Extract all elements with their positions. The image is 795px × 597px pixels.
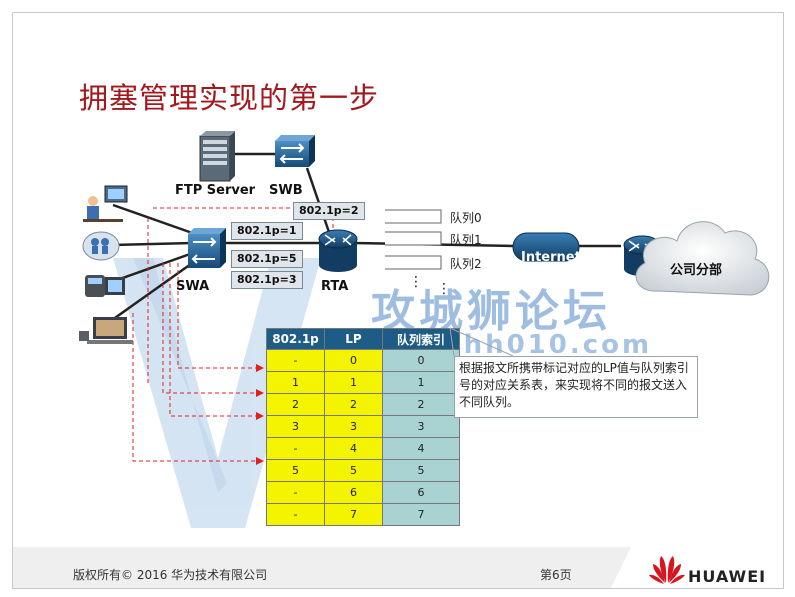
cell-8021p: - bbox=[266, 503, 325, 526]
rta-label: RTA bbox=[321, 279, 349, 294]
internet-cloud-icon bbox=[512, 232, 580, 262]
svg-text:⋮: ⋮ bbox=[409, 274, 423, 290]
queue-label-2: 队列2 bbox=[450, 257, 482, 271]
header-queue-index: 队列索引 bbox=[382, 328, 460, 350]
callout-note: 根据报文所携带标记对应的LP值与队列索引号的对应关系表，来实现将不同的报文送入不… bbox=[454, 356, 698, 418]
table-row: - 7 7 bbox=[266, 503, 460, 526]
cell-lp: 7 bbox=[324, 503, 383, 526]
huawei-logo-icon bbox=[649, 556, 685, 584]
cell-queue: 7 bbox=[382, 503, 460, 526]
cell-lp: 4 bbox=[324, 437, 383, 460]
header-8021p: 802.1p bbox=[266, 328, 325, 350]
tag-8021p-2: 802.1p=2 bbox=[293, 202, 365, 220]
cell-8021p: 1 bbox=[266, 371, 325, 394]
internet-label: Internet bbox=[521, 250, 581, 265]
page-number: 第6页 bbox=[540, 568, 572, 582]
cell-8021p: 5 bbox=[266, 459, 325, 482]
copyright-text: 版权所有© 2016 华为技术有限公司 bbox=[73, 568, 268, 582]
tag-8021p-1: 802.1p=1 bbox=[231, 222, 303, 240]
swb-switch-icon bbox=[275, 135, 315, 167]
swb-label: SWB bbox=[269, 183, 303, 198]
table-row: - 0 0 bbox=[266, 349, 460, 372]
queue-ellipsis: ⋮ ⋮ bbox=[409, 274, 451, 297]
pc-user-icon bbox=[83, 185, 128, 222]
table-row: - 4 4 bbox=[266, 437, 460, 460]
branch-label: 公司分部 bbox=[670, 263, 723, 278]
cell-8021p: - bbox=[266, 349, 325, 372]
priority-mapping-table: 802.1p LP 队列索引 - 0 0 1 1 1 2 2 2 3 bbox=[266, 328, 460, 526]
branch-cloud-icon bbox=[635, 221, 770, 296]
table-row: 1 1 1 bbox=[266, 371, 460, 394]
cell-queue: 5 bbox=[382, 459, 460, 482]
swa-label: SWA bbox=[176, 279, 210, 294]
user-group-cloud-icon bbox=[82, 231, 120, 261]
ftp-server-icon bbox=[199, 131, 235, 182]
slide: 拥塞管理实现的第一步 bbox=[12, 12, 784, 589]
cell-lp: 6 bbox=[324, 481, 383, 504]
swa-switch-icon bbox=[188, 228, 226, 268]
table-row: 5 5 5 bbox=[266, 459, 460, 482]
header-lp: LP bbox=[324, 328, 383, 350]
queue-label-1: 队列1 bbox=[450, 233, 482, 247]
huawei-brand-text: HUAWEI bbox=[688, 567, 767, 586]
tag-8021p-5: 802.1p=5 bbox=[231, 250, 303, 268]
table-header-row: 802.1p LP 队列索引 bbox=[266, 328, 460, 350]
queue-label-0: 队列0 bbox=[450, 211, 482, 225]
cell-queue: 1 bbox=[382, 371, 460, 394]
rta-router-icon bbox=[318, 229, 358, 272]
cell-lp: 3 bbox=[324, 415, 383, 438]
svg-text:⋮: ⋮ bbox=[437, 281, 451, 297]
cell-queue: 2 bbox=[382, 393, 460, 416]
slide-title: 拥塞管理实现的第一步 bbox=[79, 81, 380, 115]
ip-phone-icon bbox=[85, 275, 125, 297]
topology-diagram: ⋮ ⋮ bbox=[79, 131, 770, 528]
cell-8021p: - bbox=[266, 437, 325, 460]
queue-boxes bbox=[385, 209, 442, 270]
watermark-v-shape bbox=[113, 258, 321, 528]
callout-pointer bbox=[449, 327, 514, 357]
ftp-server-label: FTP Server bbox=[175, 183, 256, 198]
cell-queue: 4 bbox=[382, 437, 460, 460]
tag-8021p-3: 802.1p=3 bbox=[231, 271, 303, 289]
video-terminal-icon bbox=[79, 317, 133, 344]
cell-lp: 0 bbox=[324, 349, 383, 372]
cell-queue: 3 bbox=[382, 415, 460, 438]
cell-queue: 0 bbox=[382, 349, 460, 372]
